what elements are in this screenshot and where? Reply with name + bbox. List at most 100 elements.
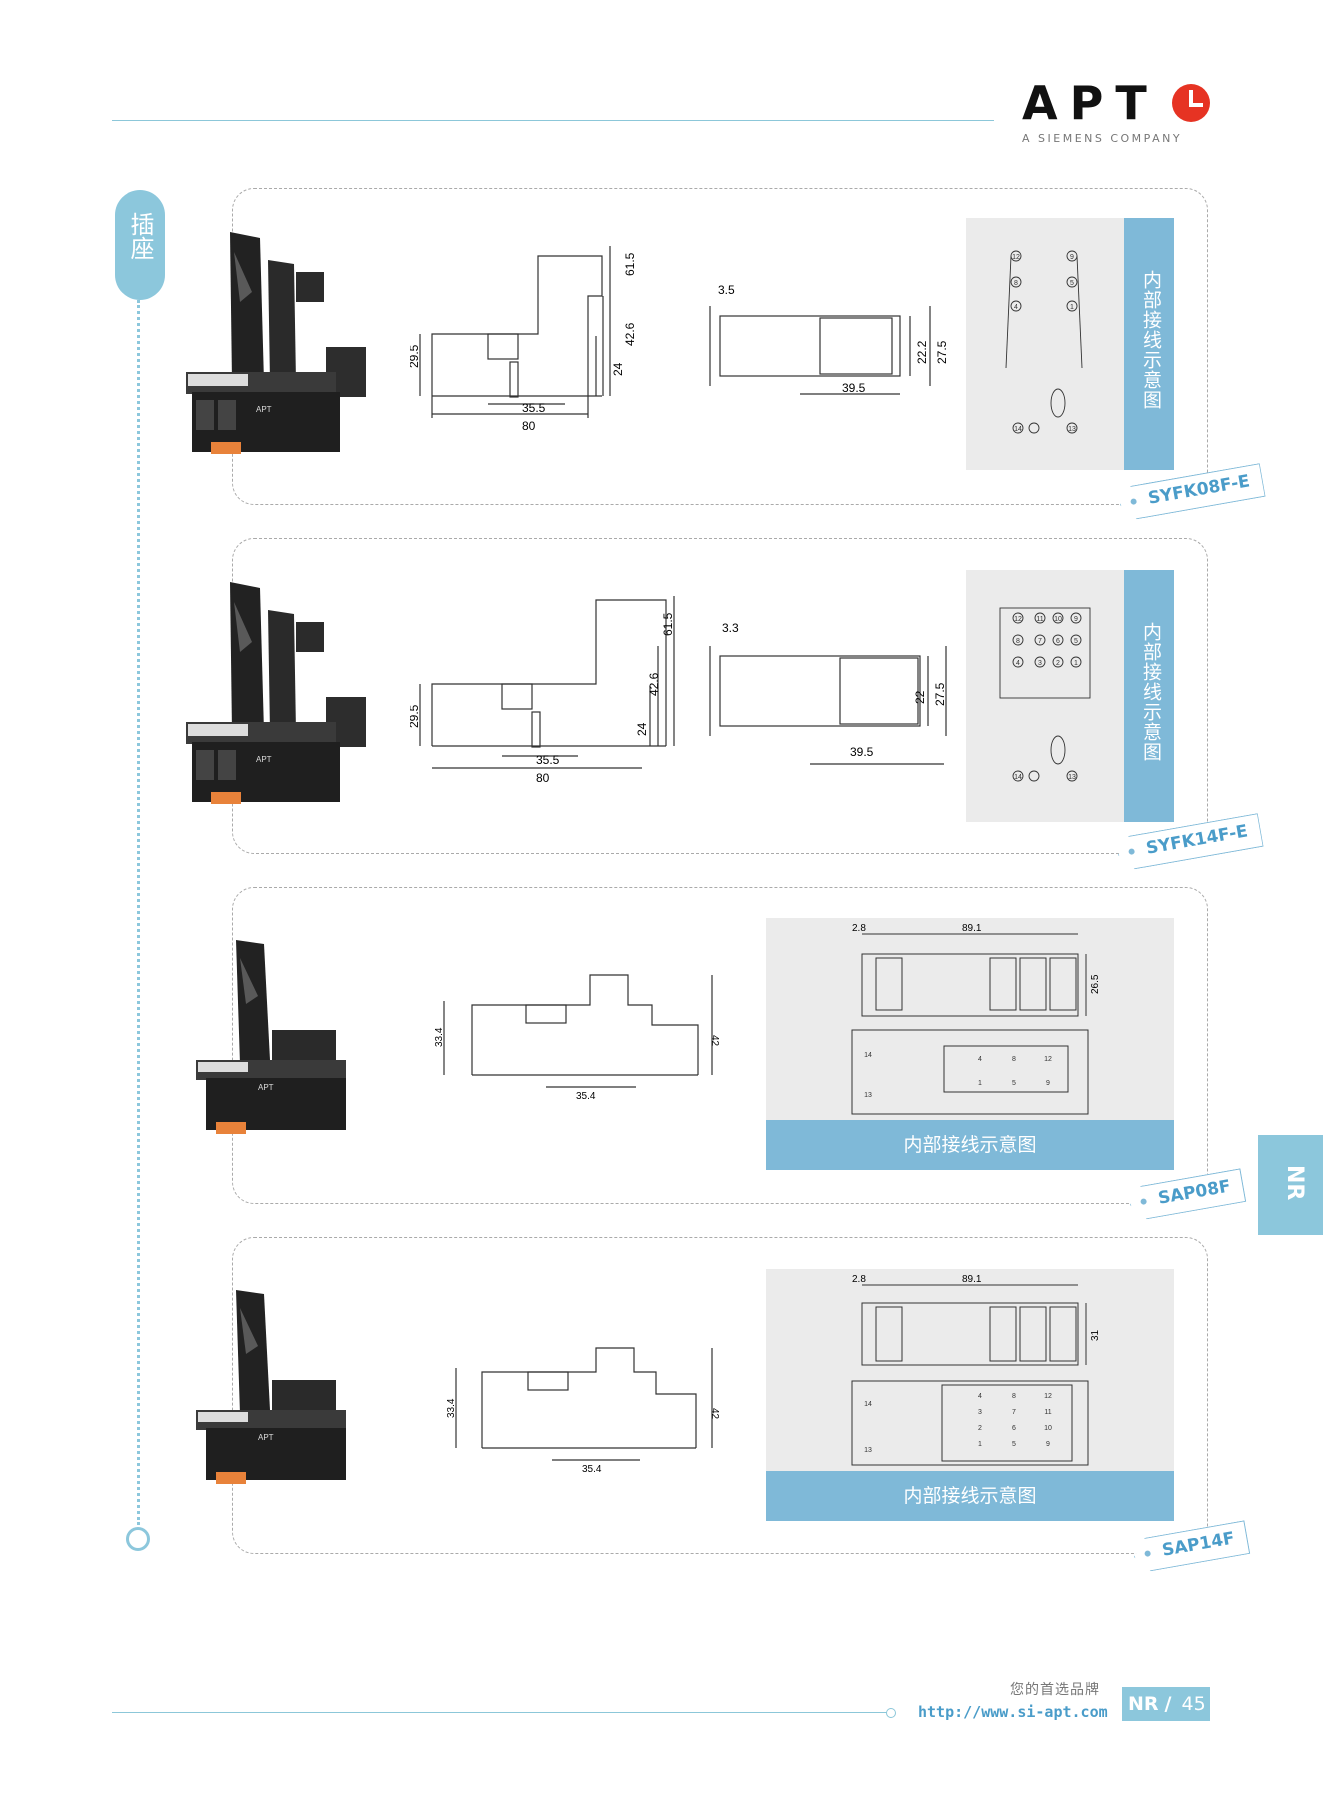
wiring-pin-label: 10 [1054, 616, 1062, 623]
wiring-label: 内部接线示意图 [1140, 622, 1162, 762]
product-section-sap08f [232, 887, 1208, 1204]
side-dimension-drawing: 61.5 42.6 29.5 24 35.5 80 [410, 596, 675, 785]
wiring-label-bar: 内部接线示意图 [1124, 218, 1174, 470]
dim-top-t1: 3.3 [722, 621, 739, 635]
dim-h4: 24 [635, 722, 649, 736]
dim-w1: 35.5 [522, 401, 546, 415]
wiring-pin-label: 9 [1070, 254, 1074, 261]
page-number: 45 [1181, 1693, 1206, 1715]
wiring-pin-label: 14 [864, 1401, 872, 1408]
wiring-pin-label: 5 [1012, 1080, 1016, 1087]
dim-h2: 42.6 [647, 672, 661, 696]
category-tab: 插座 [115, 190, 165, 300]
wiring-pin-label: 8 [1014, 280, 1018, 287]
wiring-pin-label: 5 [1012, 1441, 1016, 1448]
wiring-pin-label: 9 [1046, 1441, 1050, 1448]
apt-logo: APT A SIEMENS COMPANY [1022, 80, 1212, 145]
model-name: SAP08F [1156, 1176, 1233, 1209]
dim-w1: 35.4 [582, 1464, 602, 1475]
side-dimension-drawing: 61.5 42.6 29.5 24 35.5 80 [410, 246, 637, 433]
wiring-pin-label: 6 [1056, 638, 1060, 645]
dim-top-t3: 27.5 [935, 340, 949, 364]
socket-photo: APT [186, 582, 366, 804]
wiring-label-bar: 内部接线示意图 [1124, 570, 1174, 822]
wiring-pin-label: 8 [1012, 1056, 1016, 1063]
header-rule [112, 120, 994, 121]
dim-top-t1: 2.8 [852, 923, 866, 934]
dim-top-h: 31 [1090, 1329, 1101, 1341]
svg-text:APT: APT [256, 405, 272, 414]
dim-top-w: 89.1 [962, 1274, 982, 1285]
wiring-label-bar: 内部接线示意图 [766, 1471, 1174, 1521]
wiring-label: 内部接线示意图 [1140, 270, 1162, 410]
wiring-pin-label: 12 [1012, 254, 1020, 261]
wiring-pin-label: 4 [1014, 304, 1018, 311]
dim-top-t1: 2.8 [852, 1274, 866, 1285]
top-dimension-drawing: 3.3 22 27.5 39.5 [709, 621, 947, 765]
wiring-pin-label: 2 [978, 1425, 982, 1432]
wiring-pin-label: 11 [1044, 1409, 1051, 1416]
wiring-pin-label: 1 [1074, 660, 1078, 667]
dim-w1: 35.5 [536, 753, 560, 767]
dim-h2: 42 [709, 1035, 720, 1047]
side-dimension-drawing: 33.4 42 35.4 [446, 1347, 720, 1475]
wiring-pin-label: 1 [978, 1441, 982, 1448]
dim-top-t3: 27.5 [933, 682, 947, 706]
footer-slash: / [1164, 1693, 1172, 1715]
wiring-pin-label: 1 [1070, 304, 1074, 311]
wiring-pin-label: 5 [1070, 280, 1074, 287]
dim-h1: 61.5 [623, 252, 637, 276]
wiring-pin-label: 7 [1038, 638, 1042, 645]
socket-photo: APT [196, 940, 346, 1134]
guide-end-circle-icon [126, 1527, 150, 1551]
footer-website-link[interactable]: http://www.si-apt.com [918, 1703, 1108, 1721]
socket-photo: APT [186, 232, 366, 454]
dim-top-w: 39.5 [850, 745, 874, 759]
wiring-pin-label: 12 [1044, 1056, 1052, 1063]
wiring-pin-label: 8 [1016, 638, 1020, 645]
side-dimension-drawing: 33.4 42 35.4 [434, 974, 720, 1102]
wiring-pin-label: 4 [1016, 660, 1020, 667]
logo-clock-icon [1172, 84, 1210, 122]
wiring-pin-label: 3 [1038, 660, 1042, 667]
dim-h2: 42.6 [623, 322, 637, 346]
dim-top-w: 89.1 [962, 923, 982, 934]
dim-w2: 80 [536, 771, 550, 785]
wiring-label: 内部接线示意图 [903, 1485, 1037, 1507]
dim-top-w: 39.5 [842, 381, 866, 395]
wiring-pin-label: 13 [864, 1447, 872, 1454]
wiring-pin-label: 9 [1046, 1080, 1050, 1087]
footer-rule [112, 1712, 890, 1713]
category-tab-label: 插座 [126, 212, 154, 260]
wiring-pin-label: 7 [1012, 1409, 1016, 1416]
wiring-pin-label: 13 [864, 1092, 872, 1099]
model-name: SAP14F [1160, 1528, 1237, 1561]
dim-h3: 29.5 [410, 344, 421, 368]
nr-side-tab-label: NR [1282, 1165, 1307, 1201]
svg-text:APT: APT [258, 1083, 274, 1092]
wiring-pin-label: 14 [864, 1052, 872, 1059]
wiring-pin-label: 12 [1014, 616, 1022, 623]
wiring-pin-label: 2 [1056, 660, 1060, 667]
top-dimension-drawing: 3.5 22.2 27.5 39.5 [709, 283, 949, 395]
wiring-pin-label: 4 [978, 1393, 982, 1400]
dim-h3: 29.5 [410, 704, 421, 728]
wiring-pin-label: 12 [1044, 1393, 1052, 1400]
dim-h1: 33.4 [446, 1398, 457, 1418]
wiring-label-bar: 内部接线示意图 [766, 1120, 1174, 1170]
wiring-pin-label: 5 [1074, 638, 1078, 645]
wiring-pin-label: 8 [1012, 1393, 1016, 1400]
wiring-pin-label: 13 [1068, 774, 1076, 781]
dim-top-t2: 22 [913, 690, 927, 704]
nr-side-tab: NR [1258, 1135, 1323, 1235]
wiring-pin-label: 14 [1014, 426, 1022, 433]
socket-photo: APT [196, 1290, 346, 1484]
dim-h1: 33.4 [434, 1027, 445, 1047]
